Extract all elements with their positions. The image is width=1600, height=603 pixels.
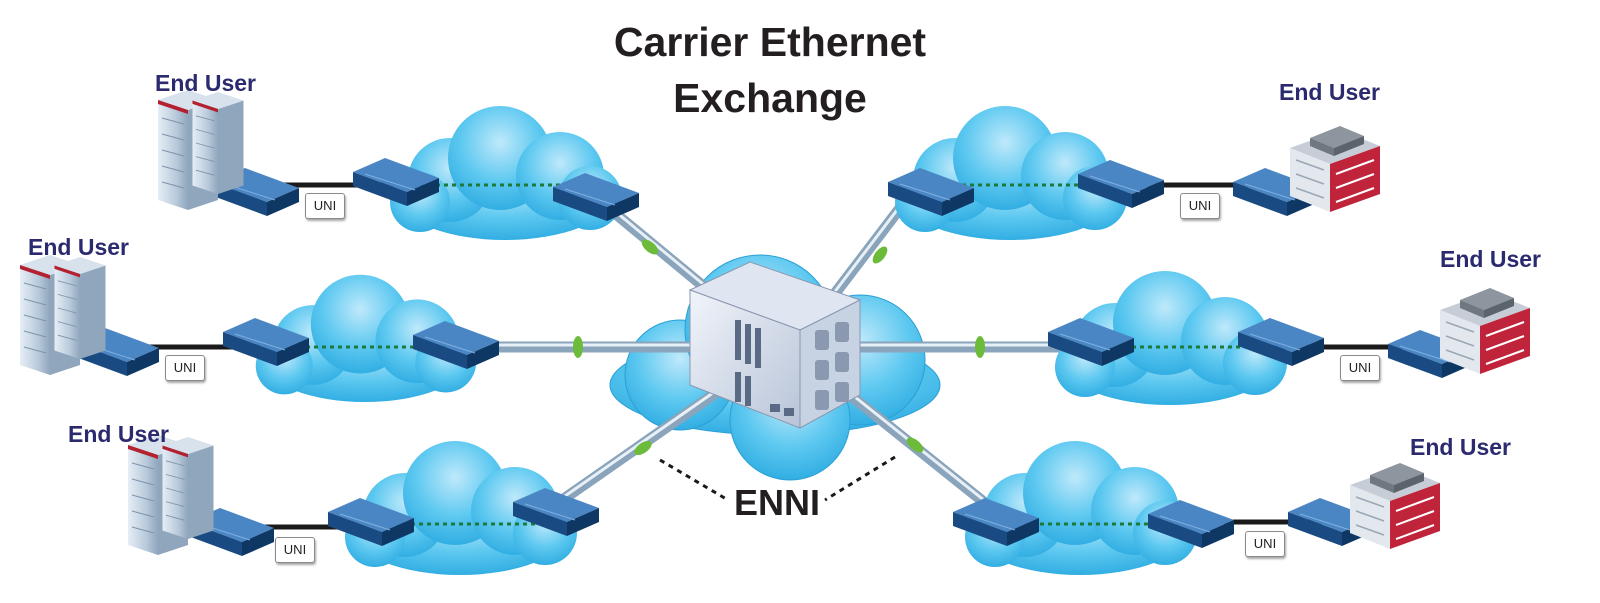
title-line-2: Exchange: [673, 75, 867, 121]
enni-callout-lines: [659, 455, 896, 502]
uni-tag-top-right: UNI: [1180, 193, 1220, 219]
exchange-chassis: [688, 261, 862, 429]
uni-tag-bottom-right: UNI: [1245, 531, 1285, 557]
uni-tag-mid-right: UNI: [1340, 355, 1380, 381]
uni-tag-mid-left: UNI: [165, 355, 205, 381]
enni-markers: [573, 239, 985, 456]
end-user-label-mid-left: End User: [28, 234, 129, 260]
enni-label: ENNI: [734, 482, 821, 523]
end-user-building-top-right: [1289, 125, 1381, 213]
end-user-building-mid-right: [1439, 287, 1531, 375]
end-user-building-bottom-right: [1349, 462, 1441, 550]
uni-tag-top-left: UNI: [305, 193, 345, 219]
end-user-label-top-right: End User: [1279, 79, 1380, 105]
uni-tag-bottom-left: UNI: [275, 537, 315, 563]
end-user-label-bottom-left: End User: [68, 421, 169, 447]
end-user-label-mid-right: End User: [1440, 246, 1541, 272]
end-user-label-bottom-right: End User: [1410, 434, 1511, 460]
title-line-1: Carrier Ethernet: [613, 19, 927, 65]
end-user-label-top-left: End User: [155, 70, 256, 96]
diagram-title: Carrier Ethernet Exchange: [560, 14, 980, 126]
